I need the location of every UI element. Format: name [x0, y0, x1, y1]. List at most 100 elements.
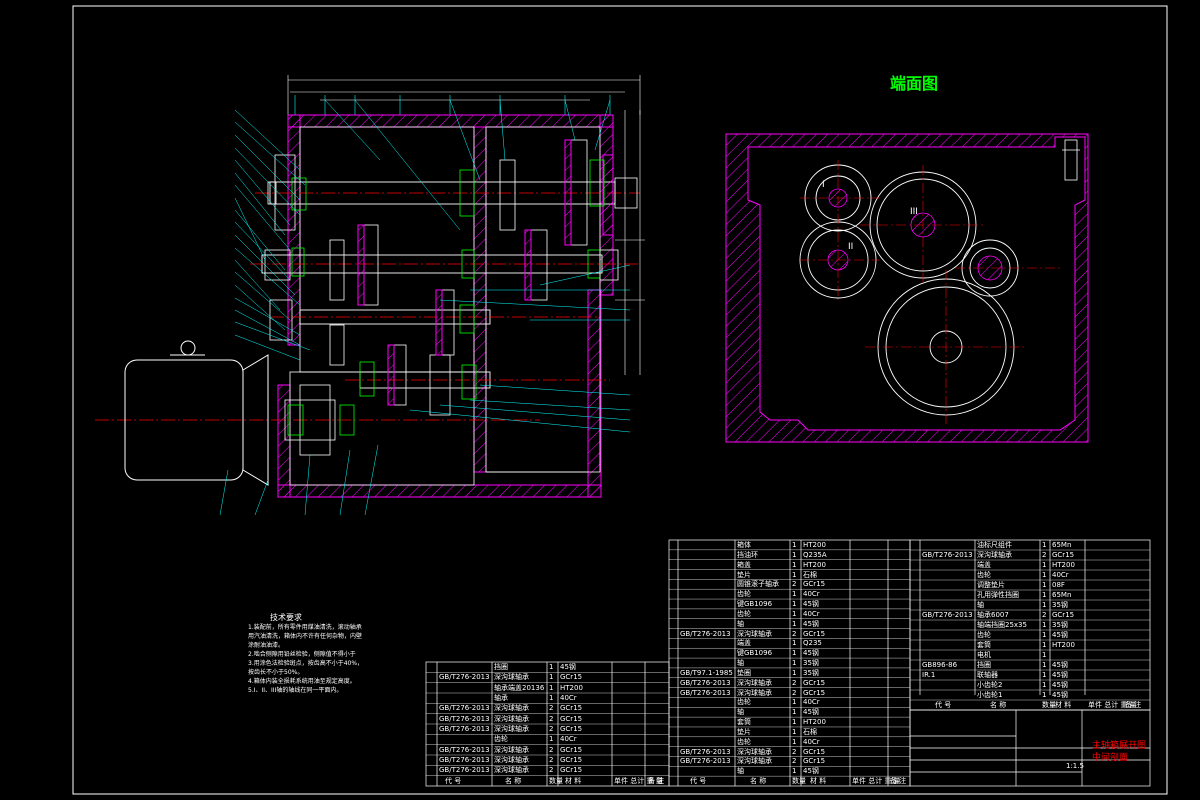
- bom-cell-name: 深沟球轴承: [977, 551, 1012, 559]
- bom-cell-mat: GCr15: [560, 673, 583, 682]
- bom-cell-name: 深沟球轴承: [494, 725, 529, 733]
- bom-cell-mat: 45钢: [803, 767, 819, 776]
- bom-cell-mat: 40Cr: [803, 698, 820, 707]
- bom-footer-label: 数量: [549, 776, 563, 785]
- bom-cell-name: 深沟球轴承: [494, 704, 529, 713]
- bom-cell-name: 齿轮: [737, 698, 751, 707]
- bom-cell-name: 齿轮: [977, 571, 991, 579]
- bom-cell-mat: 35钢: [1052, 601, 1068, 609]
- bom-cell-std: GB/T276-2013: [439, 745, 490, 754]
- bom-cell-name: 小齿轮1: [977, 691, 1003, 699]
- bom-footer-label: 单件 总计 重 量: [614, 776, 663, 785]
- drawing-subtitle: 中间剖面: [1092, 753, 1129, 763]
- bom-cell-std: GB/T276-2013: [680, 678, 731, 687]
- bom-cell-name: 键GB1096: [737, 649, 773, 658]
- bom-cell-name: 小齿轮2: [977, 681, 1003, 689]
- bom-cell-qty: 1: [792, 639, 797, 648]
- shaft-mark-ii: II: [848, 242, 854, 252]
- bom-cell-std: GB/T276-2013: [922, 551, 973, 559]
- bom-cell-std: GB/T276-2013: [680, 629, 731, 638]
- bom-cell-mat: 65Mn: [1052, 541, 1072, 549]
- bom-footer-label: 备 注: [1125, 701, 1142, 709]
- bom-cell-name: 轴: [737, 619, 744, 628]
- bom-cell-mat: 40Cr: [560, 694, 577, 702]
- bom-cell-mat: 40Cr: [803, 737, 820, 746]
- bom-cell-std: GB/T276-2013: [439, 756, 490, 764]
- bom-cell-std: GB896-86: [922, 661, 958, 669]
- bom-cell-mat: 45钢: [1052, 691, 1068, 699]
- bom-cell-name: 轴承端盖20136: [494, 683, 545, 692]
- tech-notes-lines: 1.装配前，所有零件用煤油清洗，滚动轴承 用汽油清洗，箱体内不许有任何杂物，内壁…: [248, 623, 418, 695]
- shaft-mark-iii: III: [910, 207, 918, 217]
- bom-cell-name: 轴: [977, 601, 984, 609]
- bom-cell-mat: 65Mn: [1052, 591, 1072, 599]
- bom-cell-qty: 1: [792, 550, 797, 559]
- bom-cell-name: 齿轮: [737, 737, 751, 746]
- bom-cell-name: 电机: [977, 651, 991, 659]
- bom-cell-name: 深沟球轴承: [494, 745, 529, 754]
- bom-cell-mat: GCr15: [803, 580, 826, 589]
- bom-footer-label: 备 注: [648, 776, 665, 785]
- bom-cell-mat: 45钢: [1052, 671, 1068, 679]
- tech-note-line: 3.用涂色法检验斑点，按齿高不小于40%，: [248, 660, 364, 667]
- bom-right-row-lines: [910, 549, 1150, 701]
- bom-cell-mat: GCr15: [803, 678, 826, 687]
- bom-cell-mat: HT200: [1052, 641, 1075, 649]
- bom-cell-name: 调整垫片: [977, 581, 1005, 589]
- bom-cell-qty: 1: [792, 649, 797, 658]
- bom-cell-name: 深沟球轴承: [737, 688, 772, 697]
- bom-cell-mat: 45钢: [803, 708, 819, 717]
- bom-cell-qty: 1: [792, 590, 797, 599]
- bom-footer-label: 单件 总计 重 量: [1088, 701, 1137, 709]
- bom-cell-name: 套筒: [977, 641, 991, 649]
- bom-cell-qty: 2: [549, 745, 554, 754]
- bom-cell-qty: 1: [1042, 671, 1047, 679]
- bom-cell-mat: 45钢: [1052, 661, 1068, 669]
- bom-cell-qty: 1: [1042, 571, 1047, 579]
- bom-cell-qty: 2: [792, 678, 797, 687]
- bom-cell-qty: 1: [1042, 651, 1047, 659]
- bom-footer-label: 名 称: [990, 701, 1007, 709]
- bom-cell-name: 端盖: [977, 561, 991, 569]
- bom-mid-row-lines: [669, 549, 910, 777]
- shaft-mark-i: I: [822, 180, 825, 190]
- bom-cell-mat: Q235A: [803, 550, 827, 559]
- tech-note-line: 涂耐油油漆。: [248, 642, 285, 649]
- bom-cell-name: 圆锥滚子轴承: [737, 580, 779, 589]
- bom-cell-name: 箱体: [737, 541, 751, 549]
- bom-cell-name: 深沟球轴承: [494, 673, 529, 682]
- bom-cell-mat: 45钢: [1052, 681, 1068, 689]
- bom-cell-mat: 35钢: [1052, 621, 1068, 629]
- bom-cell-qty: 1: [1042, 621, 1047, 629]
- bom-cell-mat: 石棉: [803, 727, 817, 736]
- bom-cell-mat: 45钢: [803, 649, 819, 658]
- bom-cell-mat: GCr15: [560, 745, 583, 754]
- bom-cell-name: 深沟球轴承: [737, 747, 772, 756]
- bom-cell-qty: 2: [549, 725, 554, 733]
- bom-cell-qty: 1: [792, 609, 797, 618]
- bom-cell-qty: 1: [792, 727, 797, 736]
- bom-cell-name: 挡油环: [737, 550, 758, 559]
- bom-footer-label: 材 料: [810, 777, 827, 786]
- tech-note-line: 用汽油清洗，箱体内不许有任何杂物，内壁: [248, 633, 363, 640]
- bom-cell-qty: 1: [549, 735, 554, 744]
- bom-cell-qty: 1: [792, 619, 797, 628]
- main-section-view: [95, 75, 645, 516]
- bom-cell-qty: 2: [792, 688, 797, 697]
- bom-cell-qty: 2: [792, 629, 797, 638]
- bom-cell-mat: HT200: [803, 560, 826, 569]
- bom-cell-name: 挡圈: [494, 663, 508, 671]
- bom-cell-name: 套筒: [737, 718, 751, 727]
- gears: [329, 139, 588, 416]
- bom-cell-name: 轴: [737, 708, 744, 717]
- bom-cell-mat: 45钢: [1052, 631, 1068, 639]
- bom-cell-qty: 2: [792, 747, 797, 756]
- bom-cell-mat: GCr15: [803, 688, 826, 697]
- bom-cell-std: GB/T276-2013: [439, 673, 490, 682]
- bom-cell-std: GB/T276-2013: [439, 766, 490, 775]
- bom-cell-name: 油标尺组件: [977, 541, 1012, 549]
- bom-cell-name: 轴: [737, 659, 744, 668]
- bearings: [291, 159, 605, 436]
- bom-cell-qty: 1: [549, 694, 554, 702]
